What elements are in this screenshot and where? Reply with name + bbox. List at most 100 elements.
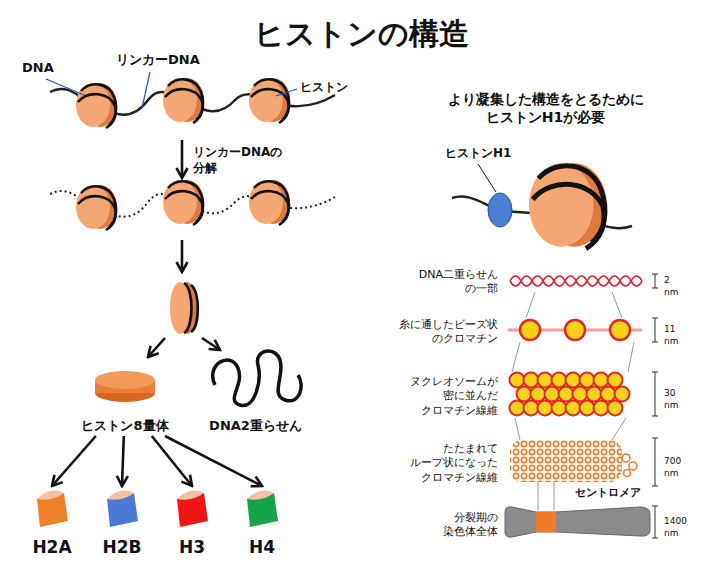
- digested-chain-part: [249, 180, 290, 225]
- dna-double-helix: [213, 351, 301, 406]
- chromatin-levels-part: [612, 292, 622, 318]
- chromatin-levels-part: [629, 462, 637, 470]
- chromatin-levels-part: [573, 387, 588, 402]
- chromatin-levels-part: [538, 401, 553, 416]
- chromatin-levels-part: [608, 373, 623, 388]
- chromatin-levels-part: [524, 373, 539, 388]
- chromatin-levels-part: [531, 387, 546, 402]
- single-nucleosome-part: [170, 282, 190, 334]
- histone-octamer: [95, 371, 155, 402]
- chromatin-levels-part: [580, 373, 595, 388]
- labeled-figure: H3: [168, 486, 216, 560]
- annotation-label: より凝集した構造をとるために ヒストンH1が必要: [446, 90, 645, 126]
- histone-piece: [247, 491, 278, 527]
- annotation-label: たたまれて ループ状になった クロマチン線維: [407, 442, 498, 485]
- h1-nucleosome-part: [488, 193, 512, 227]
- chromatin-levels-part: [515, 418, 520, 440]
- chromatin-levels-part: [536, 512, 556, 532]
- nucleosome-chain: [50, 78, 335, 128]
- histone-piece: [107, 491, 138, 527]
- chromatin-levels-part: [624, 470, 631, 477]
- chromatin-levels-part: [612, 418, 626, 440]
- chromatin-levels-part: [565, 320, 585, 340]
- chromatin-levels-part: [566, 373, 581, 388]
- chromatin-levels-part: [520, 320, 540, 340]
- h1-nucleosome-part: [529, 163, 607, 249]
- nucleosome-chain-part: [76, 83, 117, 128]
- leader-line-part: [276, 89, 297, 96]
- chromatin-levels-part: [587, 387, 602, 402]
- chromatin-levels-part: [552, 373, 567, 388]
- labeled-figure: DNA2重らせん: [205, 340, 306, 436]
- annotation-label: ヒストンH1: [445, 146, 511, 162]
- chromatin-levels-part: [554, 482, 555, 510]
- scale-bracket-part: [652, 438, 658, 486]
- labeled-figure: H4: [238, 486, 286, 560]
- connector-arrow: [52, 436, 96, 486]
- chromatin-levels-part: [594, 401, 609, 416]
- leader-line: [46, 72, 297, 108]
- histone-piece-part: [247, 491, 274, 500]
- connector-arrow: [165, 436, 262, 486]
- chromatin-levels-part: [608, 401, 623, 416]
- leader-line-part: [142, 72, 150, 108]
- dna-double-helix-part: [213, 351, 301, 406]
- annotation-label: ヌクレオソームが 密に並んだ クロマチン線維: [407, 375, 498, 418]
- h1-nucleosome-part: [478, 164, 496, 192]
- single-nucleosome: [170, 282, 198, 334]
- annotation-label: ヒストン: [300, 80, 348, 96]
- dimension-label: 2 nm: [664, 275, 682, 298]
- chromatin-levels-part: [601, 387, 616, 402]
- chromatin-levels-part: [517, 387, 532, 402]
- annotation-label: 分裂期の 染色体全体: [440, 511, 498, 540]
- single-nucleosome-part: [191, 285, 198, 332]
- annotation-label: リンカーDNAの 分解: [193, 145, 286, 176]
- chromatin-levels-part: [524, 401, 539, 416]
- process-arrow-part: [202, 338, 220, 350]
- chromatin-levels-part: [510, 373, 525, 388]
- scale-bracket-part: [652, 372, 658, 416]
- chromatin-levels-part: [545, 387, 560, 402]
- chromatin-levels-part: [628, 342, 634, 372]
- histone-piece-part: [37, 491, 64, 500]
- chromatin-levels-part: [526, 292, 535, 318]
- single-nucleosome-part: [184, 283, 192, 333]
- h1-nucleosome: [452, 163, 632, 249]
- chromatin-levels-part: [512, 342, 520, 372]
- process-arrow-part: [181, 140, 184, 178]
- chromatin-levels-part: [610, 320, 630, 340]
- digested-chain-part: [163, 180, 204, 225]
- chromatin-levels-part: [510, 440, 622, 482]
- nucleosome-chain-part: [163, 78, 204, 123]
- chromatin-levels-part: [622, 454, 630, 462]
- diagram-title: ヒストンの構造: [254, 14, 469, 53]
- labeled-figure: ヒストン8量体: [77, 362, 173, 436]
- histone-piece: [177, 491, 208, 527]
- histone-piece-part: [177, 491, 204, 500]
- chromatin-levels-part: [615, 387, 630, 402]
- annotation-label: セントロメア: [575, 486, 641, 500]
- chromatin-levels: [505, 276, 650, 537]
- leader-line-part: [46, 79, 84, 95]
- chromatin-levels-part: [505, 507, 650, 537]
- histone-piece-part: [107, 491, 134, 500]
- chromatin-levels-part: [566, 401, 581, 416]
- dimension-label: 700 nm: [664, 456, 685, 479]
- histone-piece: [37, 491, 68, 527]
- chromatin-levels-part: [559, 387, 574, 402]
- dimension-label: 1400 nm: [664, 516, 690, 539]
- connector-arrow: [152, 436, 192, 486]
- annotation-label: リンカーDNA: [116, 52, 200, 69]
- dimension-label: 11 nm: [664, 324, 682, 347]
- annotation-label: DNA: [22, 60, 54, 77]
- chromatin-levels-part: [510, 276, 642, 286]
- nucleosome-chain-part: [249, 78, 290, 123]
- figure-label: H3: [179, 537, 205, 558]
- scale-bracket-part: [652, 318, 658, 342]
- scale-bracket-part: [652, 274, 658, 288]
- annotation-label: 糸に通したビーズ状 のクロマチン: [396, 318, 498, 347]
- figure-label: DNA2重らせん: [209, 418, 302, 434]
- chromatin-levels-part: [510, 276, 642, 286]
- chromatin-levels-part: [538, 482, 539, 510]
- figure-label: H2A: [32, 537, 71, 558]
